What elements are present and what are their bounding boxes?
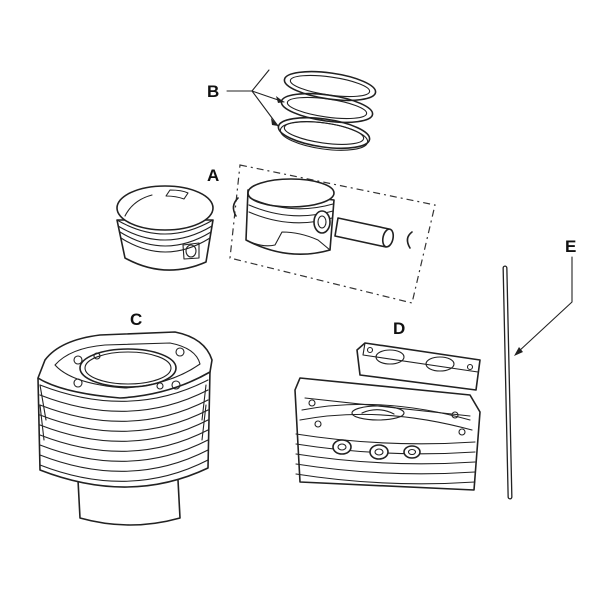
piston-pin <box>334 217 395 248</box>
pin-circlips <box>232 197 413 249</box>
callout-c: C <box>130 310 142 329</box>
callout-b: B <box>207 82 219 101</box>
callout-a: A <box>207 166 219 185</box>
leader-b <box>226 69 285 127</box>
callout-d: D <box>393 319 405 338</box>
pushrod <box>502 265 513 500</box>
piston-ring-oil <box>277 116 371 151</box>
piston-exploded <box>245 178 335 255</box>
callout-e: E <box>565 237 576 256</box>
cylinder <box>37 331 213 526</box>
cylinder-head <box>294 342 481 491</box>
piston-rings <box>277 70 377 151</box>
leader-e <box>514 256 573 356</box>
piston-assembled <box>116 185 214 271</box>
piston-ring-middle <box>280 92 374 124</box>
